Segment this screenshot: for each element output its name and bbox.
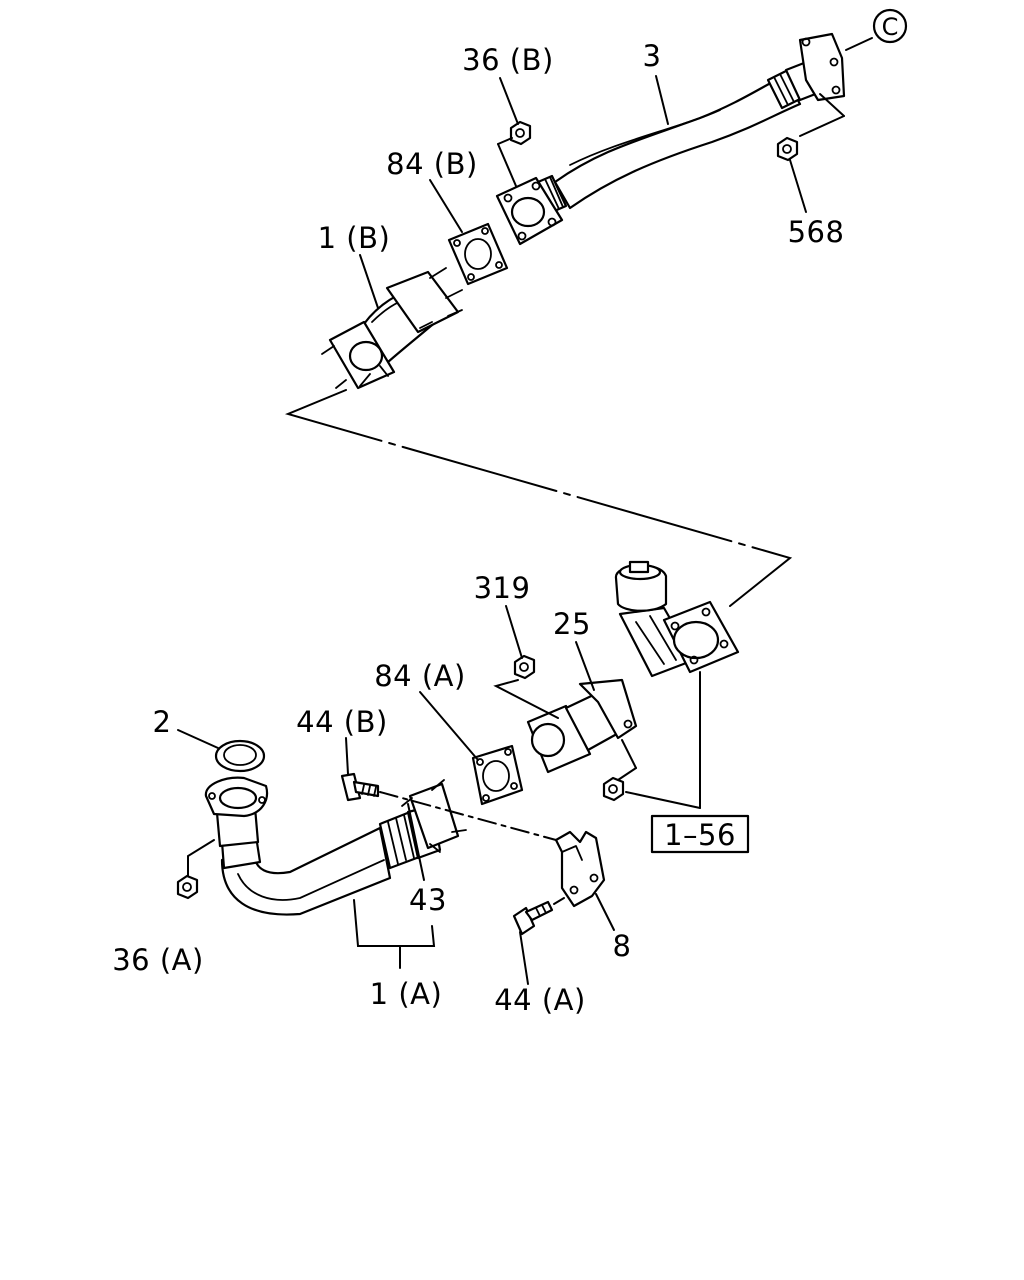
bracket-8[interactable] bbox=[554, 830, 606, 908]
bolt-44b[interactable] bbox=[340, 772, 380, 802]
converter-1b[interactable] bbox=[321, 267, 463, 390]
label-25: 25 bbox=[553, 607, 591, 641]
label-44a: 44 (A) bbox=[494, 983, 586, 1017]
label-36a: 36 (A) bbox=[112, 943, 204, 977]
nut-568[interactable] bbox=[776, 136, 799, 162]
label-2: 2 bbox=[153, 705, 172, 739]
gasket-84b[interactable] bbox=[447, 222, 509, 286]
callout-c: C bbox=[872, 8, 908, 44]
gasket-84a[interactable] bbox=[471, 744, 524, 806]
exhaust-valve-unit[interactable] bbox=[614, 560, 740, 678]
seal-ring-2[interactable] bbox=[214, 739, 266, 773]
label-1a: 1 (A) bbox=[370, 977, 443, 1011]
label-84b: 84 (B) bbox=[386, 147, 478, 181]
nut-1-56[interactable] bbox=[602, 776, 625, 802]
callout-1-56-box: 1–56 bbox=[650, 814, 750, 854]
label-44b: 44 (B) bbox=[296, 705, 388, 739]
nut-319[interactable] bbox=[513, 654, 536, 680]
callout-c-text: C bbox=[882, 13, 899, 41]
front-pipe-3[interactable] bbox=[495, 32, 846, 246]
label-8: 8 bbox=[613, 929, 632, 963]
adapter-pipe-25[interactable] bbox=[526, 678, 638, 774]
label-43: 43 bbox=[409, 883, 447, 917]
label-36b: 36 (B) bbox=[462, 43, 554, 77]
label-84a: 84 (A) bbox=[374, 659, 466, 693]
label-3: 3 bbox=[643, 39, 662, 73]
label-568: 568 bbox=[788, 215, 845, 249]
nut-36a[interactable] bbox=[176, 874, 199, 900]
bolt-44a[interactable] bbox=[512, 900, 554, 936]
label-319: 319 bbox=[474, 571, 531, 605]
nut-36b[interactable] bbox=[509, 120, 532, 146]
leader-lines bbox=[177, 37, 873, 985]
label-1-56: 1–56 bbox=[664, 818, 736, 852]
label-1b: 1 (B) bbox=[318, 221, 391, 255]
